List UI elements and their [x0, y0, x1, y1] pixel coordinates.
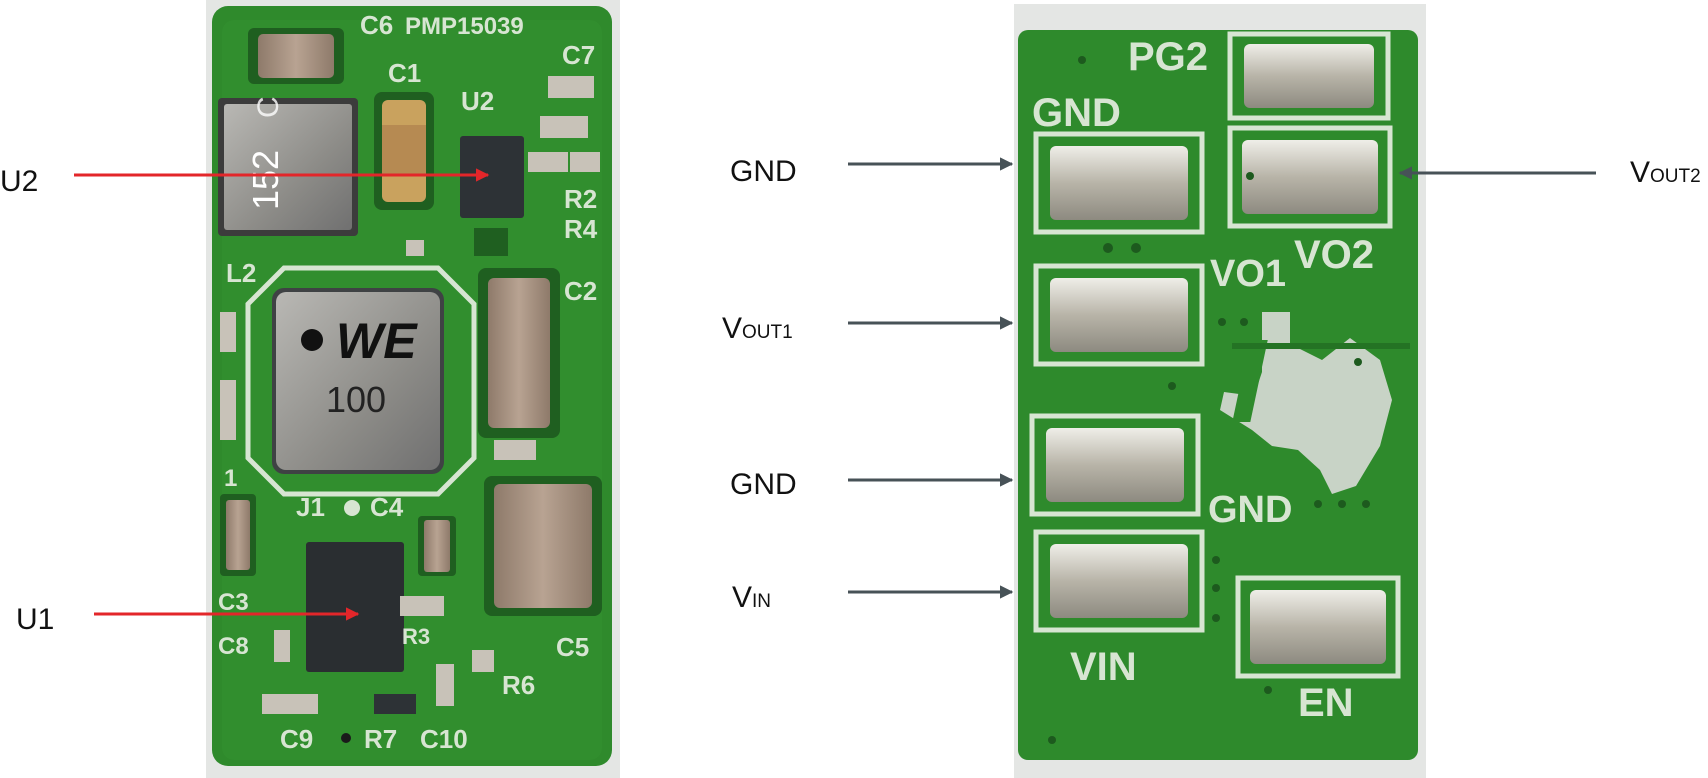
pad-pg2 [1227, 31, 1391, 121]
callout-gnd-top: GND [730, 155, 797, 188]
svg-text:GND: GND [1208, 489, 1292, 531]
svg-text:VIN: VIN [1070, 645, 1137, 689]
callout-vout1: VOUT1 [722, 312, 793, 345]
svg-text:C9: C9 [280, 724, 313, 754]
left-board-photo: C6 PMP15039 152 C C1 U2 C7 R2 R4 [206, 0, 620, 778]
svg-text:EN: EN [1298, 681, 1354, 725]
svg-text:C4: C4 [370, 492, 404, 522]
svg-text:1: 1 [224, 465, 237, 492]
svg-text:C7: C7 [562, 40, 595, 70]
svg-text:WE: WE [336, 313, 418, 369]
callout-vout2: VOUT2 [1630, 156, 1701, 189]
svg-text:R4: R4 [564, 214, 598, 244]
pad-vo1 [1033, 263, 1205, 367]
callout-arrows [74, 157, 1596, 621]
svg-text:J1: J1 [296, 492, 325, 522]
svg-text:C2: C2 [564, 276, 597, 306]
svg-text:R6: R6 [502, 670, 535, 700]
svg-text:100: 100 [326, 379, 386, 420]
svg-text:152: 152 [245, 150, 286, 210]
pad-vo2 [1227, 125, 1393, 229]
svg-text:VO1: VO1 [1210, 253, 1286, 295]
svg-text:C10: C10 [420, 724, 468, 754]
pad-gnd-2 [1029, 413, 1201, 517]
svg-text:C1: C1 [388, 58, 421, 88]
right-board-photo: PG2 GND VO1 VO2 GND VIN EN [1014, 4, 1426, 778]
svg-text:C6: C6 [360, 10, 393, 40]
svg-text:C8: C8 [218, 633, 249, 660]
pad-gnd-1 [1033, 131, 1205, 235]
svg-text:C5: C5 [556, 632, 589, 662]
svg-text:R7: R7 [364, 724, 397, 754]
pad-en [1235, 575, 1401, 679]
callout-u1: U1 [16, 603, 55, 636]
callout-vin: VIN [732, 581, 772, 614]
svg-text:R3: R3 [402, 624, 430, 649]
callout-u2: U2 [0, 165, 39, 198]
svg-text:VO2: VO2 [1294, 233, 1374, 277]
pad-vin [1033, 529, 1205, 633]
board-title: PMP15039 [405, 13, 524, 40]
svg-text:C3: C3 [218, 589, 249, 616]
svg-text:C: C [252, 96, 285, 118]
svg-text:L2: L2 [226, 258, 256, 288]
svg-text:GND: GND [1032, 91, 1121, 135]
svg-text:PG2: PG2 [1128, 35, 1208, 79]
svg-text:U2: U2 [461, 86, 494, 116]
callout-gnd-mid: GND [730, 468, 797, 501]
svg-text:R2: R2 [564, 184, 597, 214]
